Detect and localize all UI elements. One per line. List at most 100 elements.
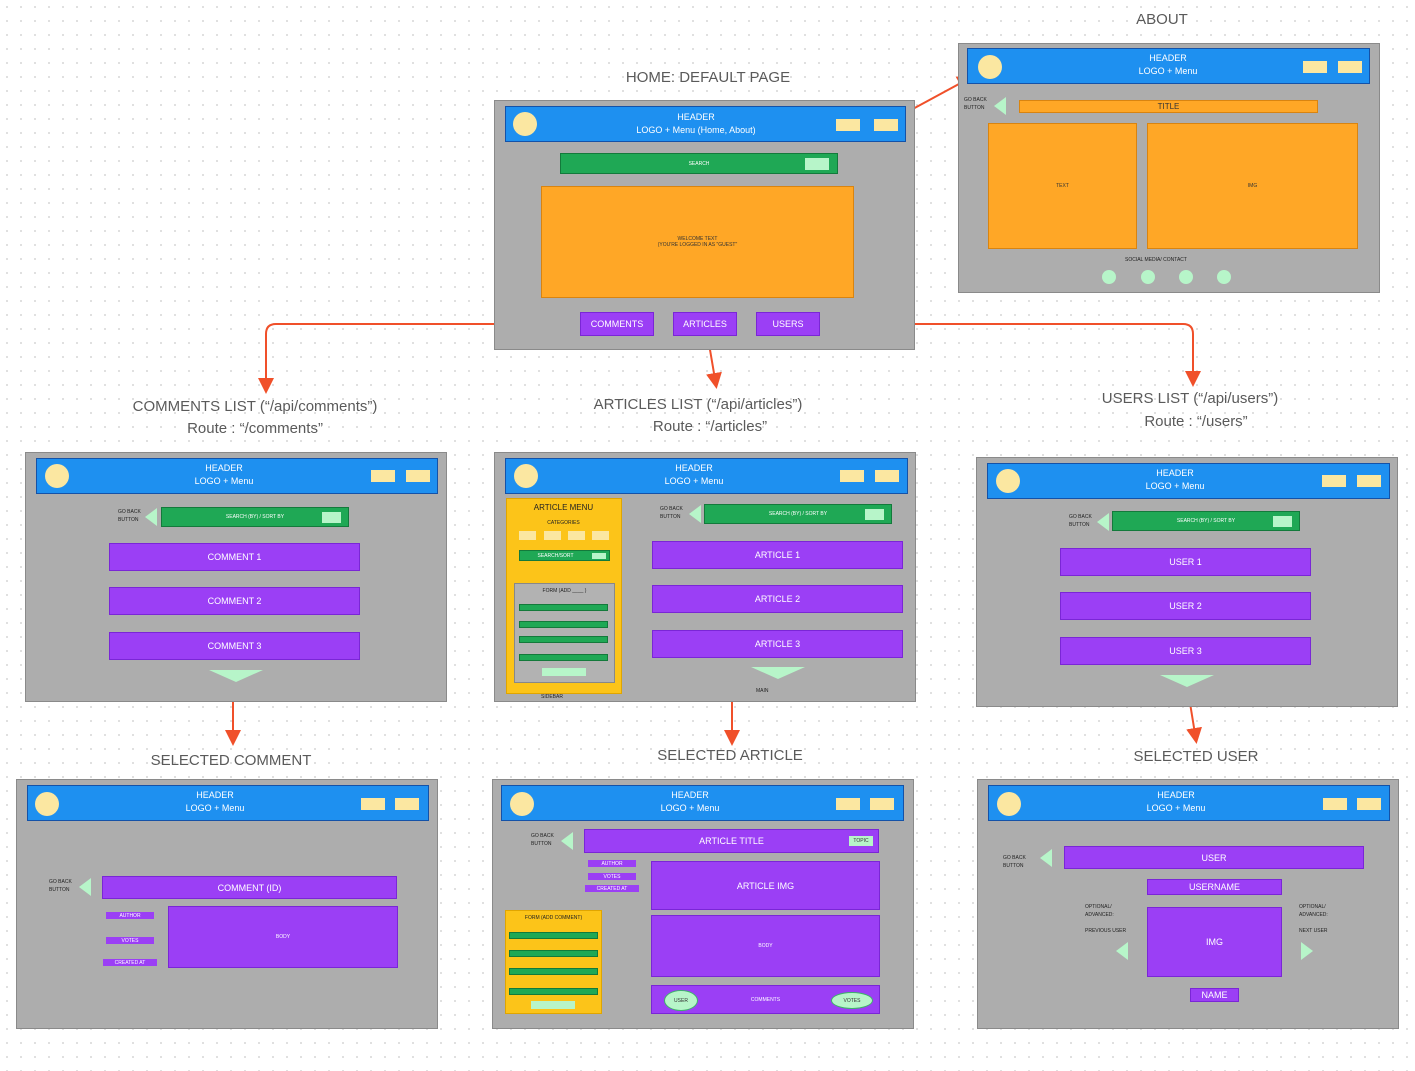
form-field[interactable]: [519, 636, 608, 643]
category-chip[interactable]: [519, 531, 536, 540]
previous-user-icon[interactable]: [1116, 942, 1128, 960]
sidebar-search-bar[interactable]: SEARCH/SORT: [519, 550, 610, 561]
comment-item[interactable]: COMMENT 2: [109, 587, 360, 615]
form-submit-button[interactable]: [531, 1001, 575, 1009]
menu-button[interactable]: [840, 470, 864, 482]
go-back-icon[interactable]: [79, 878, 91, 896]
menu-button[interactable]: [836, 798, 860, 810]
logo-icon[interactable]: [45, 464, 69, 488]
comments-list-header: HEADER LOGO + Menu: [36, 458, 438, 494]
logo-icon[interactable]: [997, 792, 1021, 816]
logo-icon[interactable]: [978, 55, 1002, 79]
search-button[interactable]: [1273, 516, 1292, 527]
nav-users-button[interactable]: USERS: [756, 312, 820, 336]
guest-text: (YOU'RE LOGGED IN AS "GUEST": [657, 242, 738, 248]
go-back-icon[interactable]: [1097, 513, 1109, 531]
category-chip[interactable]: [568, 531, 585, 540]
social-icon[interactable]: [1141, 270, 1155, 284]
menu-button[interactable]: [406, 470, 430, 482]
category-chip[interactable]: [592, 531, 609, 540]
go-back-icon[interactable]: [994, 97, 1006, 115]
menu-item-about[interactable]: [874, 119, 898, 131]
go-back-icon[interactable]: [145, 508, 157, 526]
comment-body: BODY: [168, 906, 398, 968]
menu-button[interactable]: [1357, 798, 1381, 810]
articles-list-title: ARTICLES LIST (“/api/articles”): [593, 396, 803, 413]
menu-button[interactable]: [361, 798, 385, 810]
menu-button[interactable]: [1303, 61, 1327, 73]
load-more-icon[interactable]: [1160, 675, 1214, 687]
menu-button[interactable]: [395, 798, 419, 810]
comment-id-title: COMMENT (ID): [102, 876, 397, 899]
comment-item[interactable]: COMMENT 3: [109, 632, 360, 660]
go-back-icon[interactable]: [561, 832, 573, 850]
comments-search-bar[interactable]: SEARCH (BY) / SORT BY: [161, 507, 349, 527]
optional-advanced-label: OPTIONAL/ADVANCED:: [1299, 904, 1328, 918]
search-button[interactable]: [865, 509, 884, 520]
form-field[interactable]: [519, 654, 608, 661]
menu-item-home[interactable]: [836, 119, 860, 131]
logo-icon[interactable]: [996, 469, 1020, 493]
form-submit-button[interactable]: [542, 668, 586, 676]
arrow-users-to-selected: [1186, 702, 1202, 744]
votes-badge[interactable]: VOTES: [106, 937, 154, 944]
arrow-home-to-comments: [258, 323, 580, 394]
user-item[interactable]: USER 1: [1060, 548, 1311, 576]
form-field[interactable]: [519, 604, 608, 611]
article-item[interactable]: ARTICLE 3: [652, 630, 903, 658]
menu-button[interactable]: [371, 470, 395, 482]
menu-button[interactable]: [1357, 475, 1381, 487]
logo-icon[interactable]: [513, 112, 537, 136]
user-item[interactable]: USER 2: [1060, 592, 1311, 620]
logo-icon[interactable]: [510, 792, 534, 816]
menu-button[interactable]: [1322, 475, 1346, 487]
social-icon[interactable]: [1217, 270, 1231, 284]
menu-button[interactable]: [870, 798, 894, 810]
social-icon[interactable]: [1179, 270, 1193, 284]
categories-label: CATEGORIES: [547, 520, 580, 526]
form-field[interactable]: [519, 621, 608, 628]
article-item[interactable]: ARTICLE 1: [652, 541, 903, 569]
next-user-icon[interactable]: [1301, 942, 1313, 960]
users-route: Route : “/users”: [1144, 413, 1248, 430]
header-menu: LOGO + Menu: [1146, 803, 1206, 813]
logo-icon[interactable]: [35, 792, 59, 816]
sidebar-search-button[interactable]: [592, 553, 606, 559]
votes-badge[interactable]: VOTES: [588, 873, 636, 880]
menu-button[interactable]: [1338, 61, 1362, 73]
search-button[interactable]: [805, 158, 829, 170]
category-chip[interactable]: [544, 531, 561, 540]
search-sort-label: SEARCH (BY) / SORT BY: [225, 514, 285, 520]
nav-comments-button[interactable]: COMMENTS: [580, 312, 654, 336]
search-button[interactable]: [322, 512, 341, 523]
votes-pill[interactable]: VOTES: [831, 992, 873, 1009]
users-search-bar[interactable]: SEARCH (BY) / SORT BY: [1112, 511, 1300, 531]
author-badge[interactable]: AUTHOR: [588, 860, 636, 867]
articles-search-bar[interactable]: SEARCH (BY) / SORT BY: [704, 504, 892, 524]
form-field[interactable]: [509, 968, 598, 975]
comments-bar[interactable]: COMMENTS USER VOTES: [651, 985, 880, 1014]
form-field[interactable]: [509, 950, 598, 957]
selected-article-title: SELECTED ARTICLE: [657, 747, 803, 764]
topic-chip[interactable]: TOPIC: [849, 836, 873, 846]
comment-item[interactable]: COMMENT 1: [109, 543, 360, 571]
go-back-icon[interactable]: [689, 505, 701, 523]
social-icon[interactable]: [1102, 270, 1116, 284]
nav-articles-button[interactable]: ARTICLES: [673, 312, 737, 336]
load-more-icon[interactable]: [209, 670, 263, 682]
user-title: USER: [1064, 846, 1364, 869]
form-field[interactable]: [509, 988, 598, 995]
form-field[interactable]: [509, 932, 598, 939]
go-back-icon[interactable]: [1040, 849, 1052, 867]
menu-button[interactable]: [875, 470, 899, 482]
article-item[interactable]: ARTICLE 2: [652, 585, 903, 613]
header-menu: LOGO + Menu: [660, 803, 720, 813]
user-pill[interactable]: USER: [664, 990, 698, 1011]
author-badge[interactable]: AUTHOR: [106, 912, 154, 919]
header-label: HEADER: [1149, 53, 1187, 63]
load-more-icon[interactable]: [751, 667, 805, 679]
home-search-bar[interactable]: SEARCH: [560, 153, 838, 174]
user-item[interactable]: USER 3: [1060, 637, 1311, 665]
menu-button[interactable]: [1323, 798, 1347, 810]
logo-icon[interactable]: [514, 464, 538, 488]
